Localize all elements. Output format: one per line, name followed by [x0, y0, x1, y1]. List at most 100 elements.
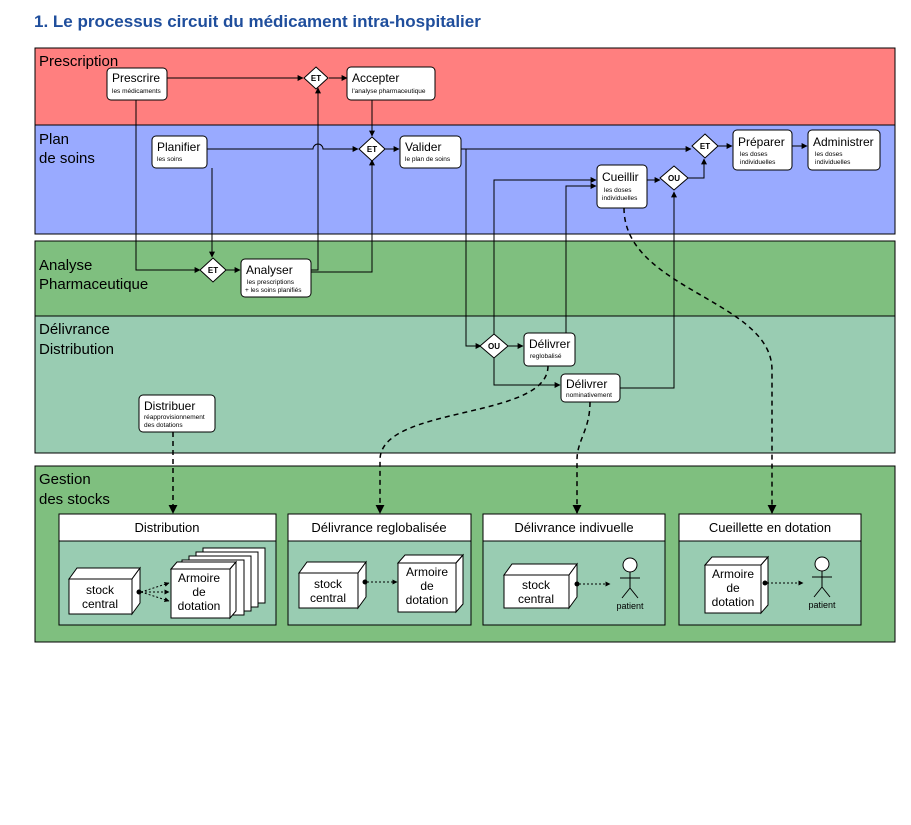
- lane-analyse-label-1: Analyse: [39, 257, 92, 274]
- svg-text:ET: ET: [367, 145, 377, 154]
- gateway-et-plan-right: ET: [691, 133, 719, 159]
- panel-cueillette-en-dotation: Cueillette en dotation Armoire de dotati…: [678, 513, 862, 626]
- activity-accepter: Accepter l'analyse pharmaceutique: [346, 66, 436, 101]
- stock-central-cube: stock central: [298, 560, 367, 610]
- svg-text:le plan de soins: le plan de soins: [405, 156, 451, 163]
- svg-text:Prescrire: Prescrire: [112, 71, 160, 85]
- svg-text:de: de: [420, 579, 434, 593]
- svg-text:central: central: [310, 591, 346, 605]
- svg-text:dotation: dotation: [178, 599, 221, 613]
- panel-reglobalisee-title: Délivrance reglobalisée: [311, 520, 446, 535]
- armoire-stack: Armoire de dotation: [169, 547, 266, 620]
- svg-text:les doses: les doses: [815, 151, 843, 158]
- svg-text:individuelles: individuelles: [602, 195, 638, 202]
- patient-icon: [812, 556, 832, 598]
- svg-text:ET: ET: [700, 142, 710, 151]
- svg-text:Administrer: Administrer: [813, 135, 874, 149]
- svg-text:+ les soins planifiés: + les soins planifiés: [245, 287, 302, 294]
- svg-text:dotation: dotation: [406, 593, 449, 607]
- lane-prescription-label: Prescription: [39, 53, 118, 70]
- lane-analyse: Analyse Pharmaceutique: [34, 240, 896, 317]
- gateway-et-prescription: ET: [303, 66, 329, 90]
- svg-text:les médicaments: les médicaments: [112, 88, 162, 95]
- svg-text:Analyser: Analyser: [246, 263, 293, 277]
- svg-text:Armoire: Armoire: [178, 571, 220, 585]
- lane-analyse-bg: [34, 240, 896, 317]
- svg-text:les doses: les doses: [604, 187, 632, 194]
- activity-delivrer-reglobalise: Délivrer reglobalisé: [523, 332, 576, 367]
- dashed-connectors: [168, 207, 777, 514]
- armoire-cube: Armoire de dotation: [396, 553, 465, 614]
- svg-text:ET: ET: [311, 74, 321, 83]
- svg-text:Armoire: Armoire: [712, 567, 754, 581]
- activity-analyser: Analyser les prescriptions + les soins p…: [240, 258, 312, 298]
- svg-text:les doses: les doses: [740, 151, 768, 158]
- gateway-ou-delivrance: OU: [479, 333, 509, 359]
- svg-text:les soins: les soins: [157, 156, 183, 163]
- lane-prescription-bg: [34, 47, 896, 126]
- svg-text:OU: OU: [488, 342, 500, 351]
- svg-text:stock: stock: [522, 578, 551, 592]
- panel-distribution-title: Distribution: [134, 520, 199, 535]
- lane-plan-label-2: de soins: [39, 150, 95, 167]
- activity-administrer: Administrer les doses individuelles: [807, 129, 881, 171]
- activity-prescrire: Prescrire les médicaments: [106, 67, 168, 101]
- gateway-ou-cueillir: OU: [659, 165, 689, 191]
- flow-connectors: [135, 75, 808, 389]
- svg-text:l'analyse pharmaceutique: l'analyse pharmaceutique: [352, 88, 426, 95]
- svg-text:dotation: dotation: [712, 595, 755, 609]
- armoire-cube: Armoire de dotation: [703, 555, 770, 615]
- svg-text:les prescriptions: les prescriptions: [247, 279, 295, 286]
- activity-valider: Valider le plan de soins: [399, 135, 462, 169]
- svg-text:Accepter: Accepter: [352, 71, 399, 85]
- svg-text:stock: stock: [314, 577, 343, 591]
- svg-text:OU: OU: [668, 174, 680, 183]
- svg-text:réapprovisionnement: réapprovisionnement: [144, 414, 205, 421]
- lane-plan-label-1: Plan: [39, 131, 69, 148]
- svg-text:individuelles: individuelles: [815, 159, 851, 166]
- activity-planifier: Planifier les soins: [151, 135, 208, 169]
- svg-text:nominativement: nominativement: [566, 392, 612, 399]
- patient-label: patient: [808, 600, 836, 610]
- activity-distribuer: Distribuer réapprovisionnement des dotat…: [138, 394, 216, 433]
- svg-text:Délivrer: Délivrer: [566, 377, 607, 391]
- panel-distribution: Distribution stock central Armoire de do…: [58, 513, 277, 626]
- svg-text:Valider: Valider: [405, 140, 441, 154]
- svg-text:Planifier: Planifier: [157, 140, 200, 154]
- svg-text:individuelles: individuelles: [740, 159, 776, 166]
- lane-delivrance-label-2: Distribution: [39, 341, 114, 358]
- svg-text:stock: stock: [86, 583, 115, 597]
- svg-text:ET: ET: [208, 266, 218, 275]
- panel-cueillette-title: Cueillette en dotation: [709, 520, 831, 535]
- stock-central-cube: stock central: [503, 562, 578, 610]
- panel-delivrance-reglobalisee: Délivrance reglobalisée stock central Ar…: [287, 513, 472, 626]
- svg-text:Armoire: Armoire: [406, 565, 448, 579]
- svg-text:de: de: [726, 581, 740, 595]
- panel-delivrance-indivuelle: Délivrance indivuelle stock central pati…: [482, 513, 666, 626]
- lane-gestion-label-1: Gestion: [39, 471, 91, 488]
- svg-text:central: central: [518, 592, 554, 606]
- activity-delivrer-nominativement: Délivrer nominativement: [560, 373, 621, 403]
- lane-gestion-label-2: des stocks: [39, 491, 110, 508]
- panel-indivuelle-title: Délivrance indivuelle: [514, 520, 633, 535]
- patient-label: patient: [616, 601, 644, 611]
- svg-text:des dotations: des dotations: [144, 422, 183, 429]
- lane-delivrance-label-1: Délivrance: [39, 321, 110, 338]
- activity-cueillir: Cueillir les doses individuelles: [596, 164, 648, 209]
- activity-preparer: Préparer les doses individuelles: [732, 129, 793, 171]
- svg-text:de: de: [192, 585, 206, 599]
- svg-text:reglobalisé: reglobalisé: [530, 353, 562, 360]
- svg-text:Préparer: Préparer: [738, 135, 785, 149]
- gateway-et-analyse: ET: [199, 257, 227, 283]
- gateway-et-plan: ET: [358, 136, 386, 162]
- lane-prescription: Prescription: [34, 47, 896, 126]
- lane-analyse-label-2: Pharmaceutique: [39, 276, 148, 293]
- svg-text:central: central: [82, 597, 118, 611]
- svg-text:Délivrer: Délivrer: [529, 337, 570, 351]
- stock-central-cube: stock central: [68, 566, 141, 616]
- svg-text:Distribuer: Distribuer: [144, 399, 195, 413]
- svg-text:Cueillir: Cueillir: [602, 170, 639, 184]
- patient-icon: [620, 557, 640, 599]
- page-title: 1. Le processus circuit du médicament in…: [34, 12, 481, 31]
